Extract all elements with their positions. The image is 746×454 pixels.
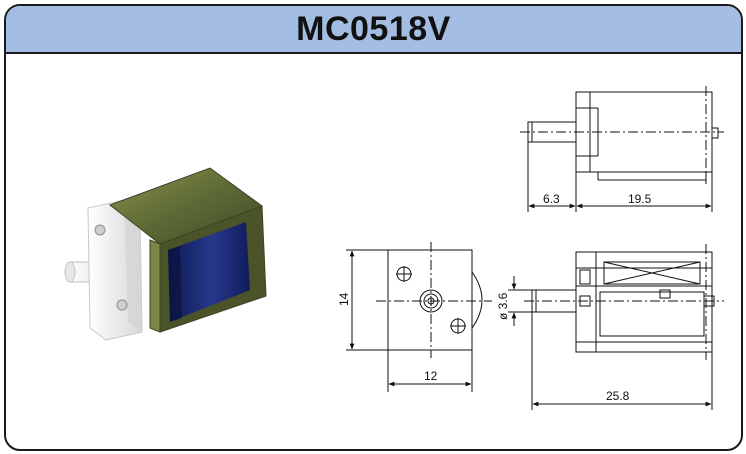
page-title: MC0518V [296, 9, 451, 48]
valve-photo [64, 167, 267, 341]
valve-coil [168, 222, 250, 322]
section-view-drawing [508, 244, 724, 410]
dim-nozzle-length: 6.3 [543, 192, 560, 206]
dim-body-length: 19.5 [628, 192, 652, 206]
dim-nozzle-diameter: ø 3.6 [496, 292, 510, 320]
dim-width: 12 [424, 369, 438, 383]
side-view-drawing [520, 86, 724, 212]
dim-total-length: 25.8 [606, 389, 630, 403]
header-bar: MC0518V [6, 6, 741, 54]
front-view-drawing [346, 242, 492, 392]
dim-height: 14 [337, 292, 351, 306]
